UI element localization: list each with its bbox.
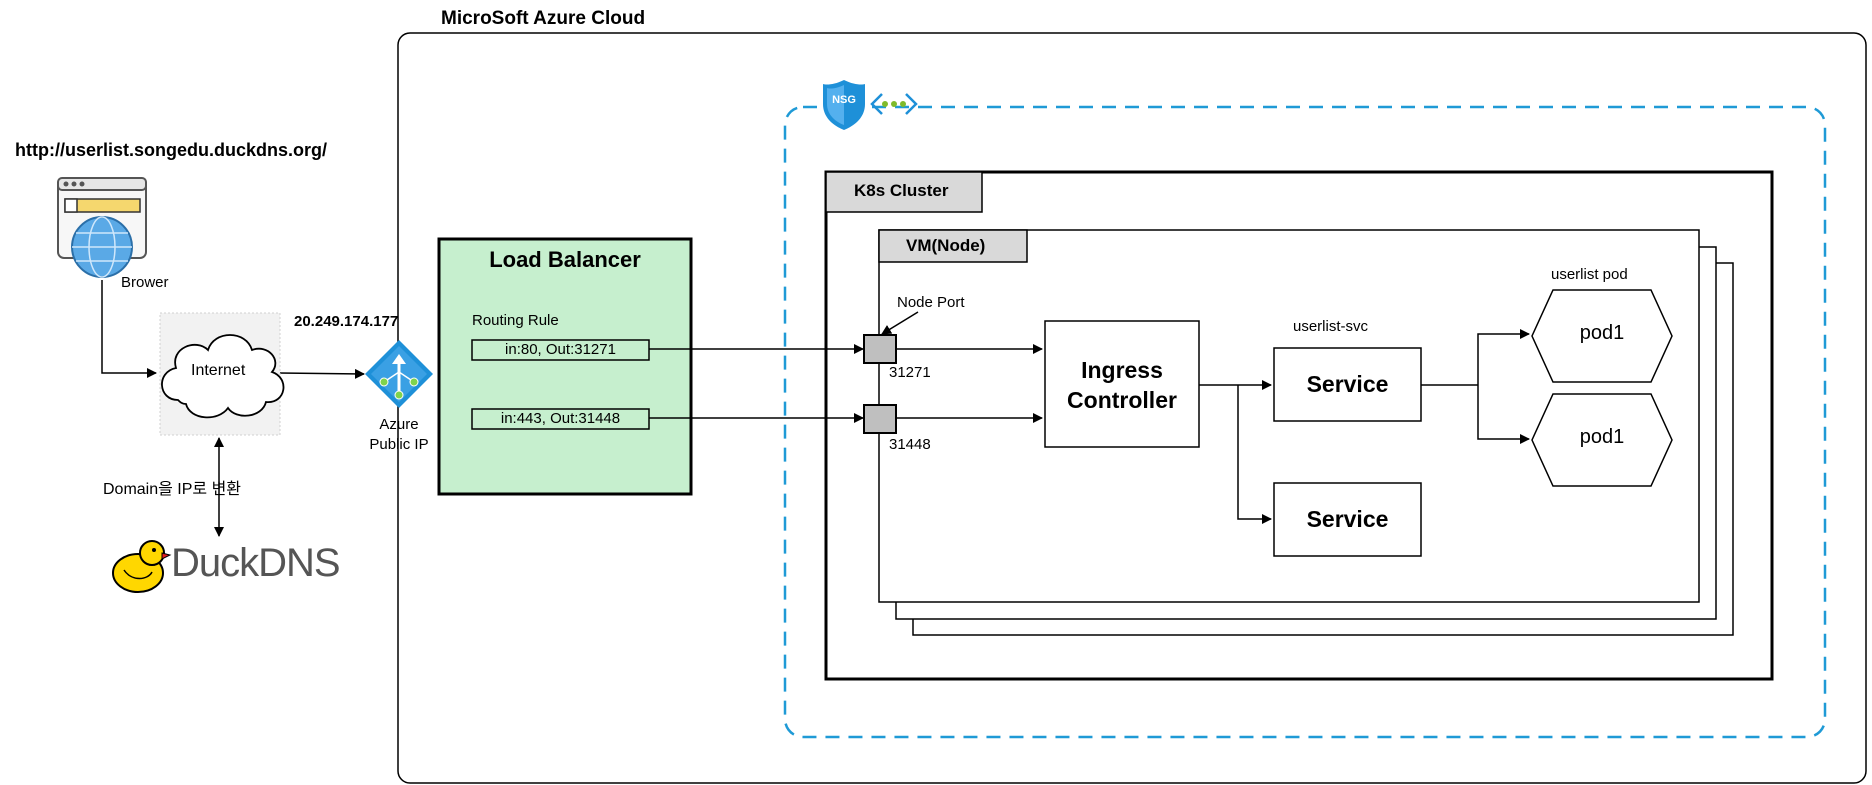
azure-public-ip-icon <box>365 340 433 408</box>
connector-ingress-service2 <box>1237 385 1272 524</box>
routing-rule-box-2 <box>471 408 650 430</box>
vnet-icon <box>870 93 918 115</box>
connector-service-pod1 <box>1477 329 1530 385</box>
service-label-1: Service <box>1306 371 1389 397</box>
userlist-svc-label: userlist-svc <box>1293 318 1369 335</box>
nsg-badge: NSG <box>832 94 856 106</box>
node-port-label: Node Port <box>897 294 965 311</box>
vm-node-title: VM(Node) <box>906 236 986 255</box>
load-balancer-box <box>437 237 693 496</box>
connector-internet-publicip <box>278 368 365 379</box>
service-label-2: Service <box>1306 506 1389 532</box>
ingress-controller-box <box>1044 320 1200 448</box>
azure-cloud-boundary <box>397 32 1867 784</box>
connector-browser-internet <box>101 280 157 378</box>
browser-label: Brower <box>121 274 169 291</box>
pod-label-1: pod1 <box>1579 322 1625 344</box>
browser-globe-icon <box>57 177 147 278</box>
public-ip-label-1: Azure <box>379 416 419 433</box>
ingress-label-1: Ingress <box>1081 357 1163 383</box>
service-box-2 <box>1273 482 1422 557</box>
duckdns-logo-text: DuckDNS <box>171 541 341 585</box>
node-port-number-2: 31448 <box>889 436 931 453</box>
k8s-cluster-tab <box>825 171 983 213</box>
nsg-shield-icon <box>823 80 865 130</box>
routing-rule-1: in:80, Out:31271 <box>505 341 616 358</box>
node-port-number-1: 31271 <box>889 364 931 381</box>
k8s-cluster-title: K8s Cluster <box>854 181 949 200</box>
pod-hexagon-1 <box>1531 289 1673 383</box>
duck-icon <box>112 540 172 593</box>
vm-node-tab <box>878 229 1028 263</box>
userlist-pod-label: userlist pod <box>1551 266 1628 283</box>
connector-service-pod2 <box>1477 385 1530 444</box>
node-port-31271 <box>863 334 897 364</box>
internet-label: Internet <box>191 362 246 379</box>
public-ip-address: 20.249.174.177 <box>294 313 399 330</box>
dns-note: Domain을 IP로 변환 <box>103 481 242 498</box>
pod-hexagon-2 <box>1531 393 1673 487</box>
public-ip-label-2: Public IP <box>369 436 429 453</box>
routing-rule-2: in:443, Out:31448 <box>500 410 621 427</box>
load-balancer-title: Load Balancer <box>489 247 641 272</box>
routing-rule-box-1 <box>471 339 650 361</box>
ingress-label-2: Controller <box>1067 387 1177 413</box>
node-port-pointer <box>881 311 919 335</box>
azure-cloud-title: MicroSoft Azure Cloud <box>441 8 646 29</box>
internet-cloud-icon <box>159 312 285 436</box>
domain-url[interactable]: http://userlist.songedu.duckdns.org/ <box>15 140 328 160</box>
node-port-31448 <box>863 404 897 434</box>
pod-label-2: pod1 <box>1579 426 1625 448</box>
routing-rule-label: Routing Rule <box>472 312 559 329</box>
